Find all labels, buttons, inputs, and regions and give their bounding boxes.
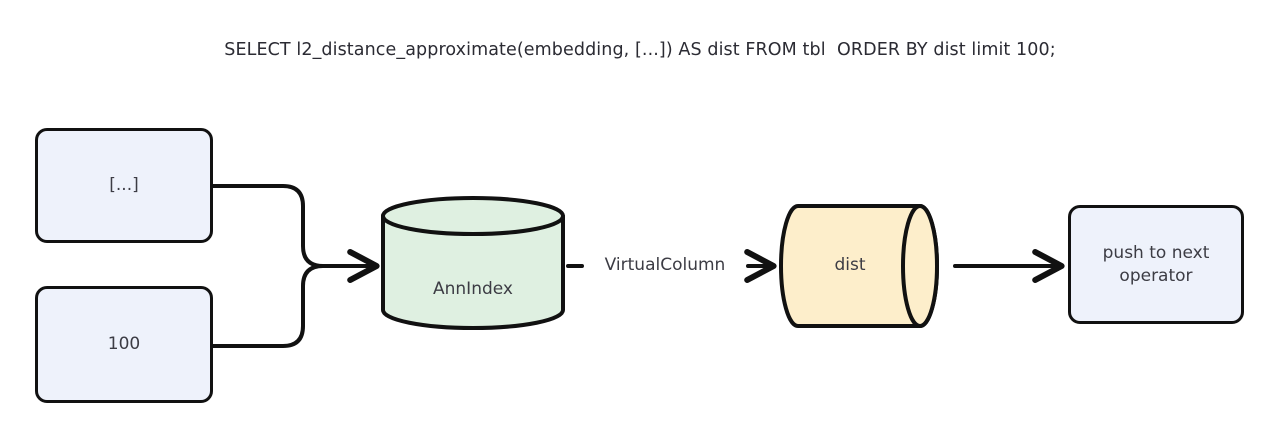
- edge-virtualcolumn-label: VirtualColumn: [604, 255, 726, 275]
- node-push-next-operator[interactable]: push to next operator: [1068, 205, 1244, 324]
- node-limit-input[interactable]: 100: [35, 286, 213, 403]
- node-push-next-operator-label: push to next operator: [1103, 242, 1210, 287]
- node-limit-input-label: 100: [107, 334, 141, 355]
- dist-cylinder: [779, 204, 939, 328]
- annindex-cylinder: [381, 196, 565, 330]
- page-title: SELECT l2_distance_approximate(embedding…: [224, 40, 1056, 60]
- node-vector-input-label: [...]: [109, 175, 139, 196]
- node-push-line-2: operator: [1119, 265, 1193, 286]
- edge-inputs-to-annindex: [211, 184, 380, 348]
- node-vector-input[interactable]: [...]: [35, 128, 213, 243]
- node-push-line-1: push to next: [1102, 243, 1210, 264]
